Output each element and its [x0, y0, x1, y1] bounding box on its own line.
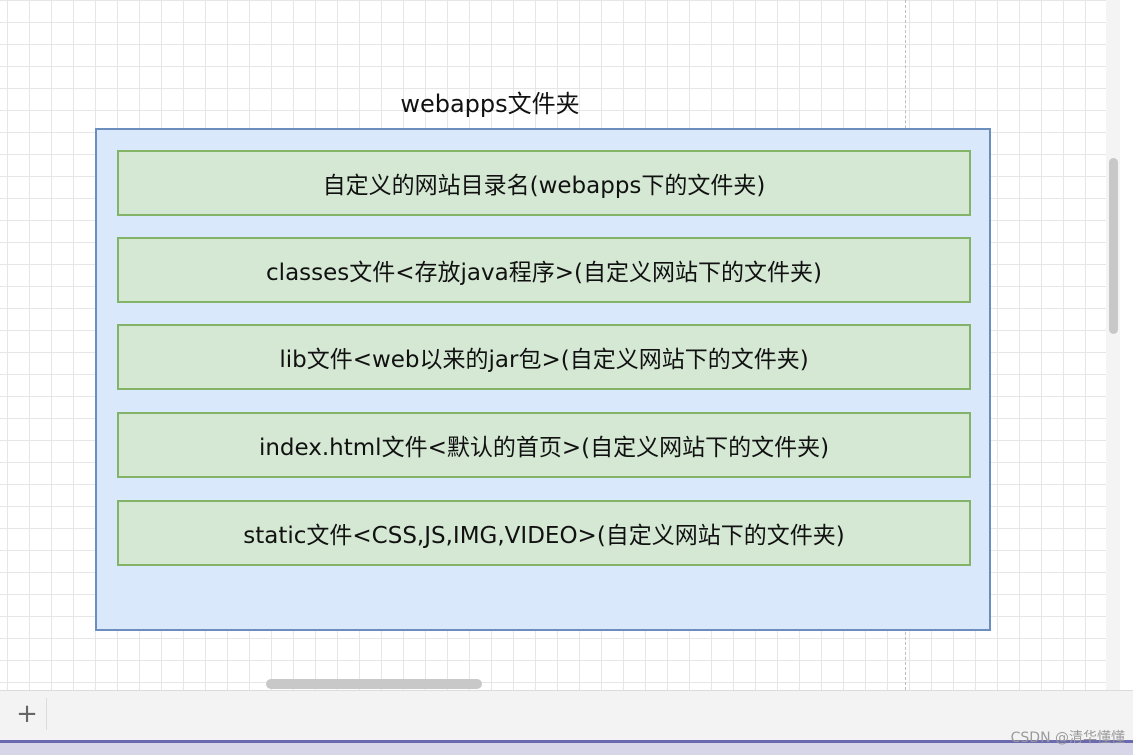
- vertical-scroll-thumb[interactable]: [1109, 158, 1118, 334]
- page-tabs-bar: [0, 690, 1133, 740]
- watermark: CSDN @清华懂懂: [1010, 730, 1125, 746]
- diagram-box-static[interactable]: static文件<CSS,JS,IMG,VIDEO>(自定义网站下的文件夹): [117, 500, 971, 566]
- diagram-box-site-directory[interactable]: 自定义的网站目录名(webapps下的文件夹): [117, 150, 971, 216]
- horizontal-scroll-thumb[interactable]: [266, 679, 482, 689]
- diagram-box-index-html[interactable]: index.html文件<默认的首页>(自定义网站下的文件夹): [117, 412, 971, 478]
- vertical-scrollbar[interactable]: [1106, 0, 1120, 690]
- diagram-box-lib[interactable]: lib文件<web以来的jar包>(自定义网站下的文件夹): [117, 324, 971, 390]
- plus-icon: +: [16, 699, 38, 729]
- add-page-button[interactable]: +: [8, 698, 47, 730]
- diagram-title[interactable]: webapps文件夹: [400, 90, 580, 118]
- bottom-strip: [0, 740, 1133, 755]
- diagram-box-classes[interactable]: classes文件<存放java程序>(自定义网站下的文件夹): [117, 237, 971, 303]
